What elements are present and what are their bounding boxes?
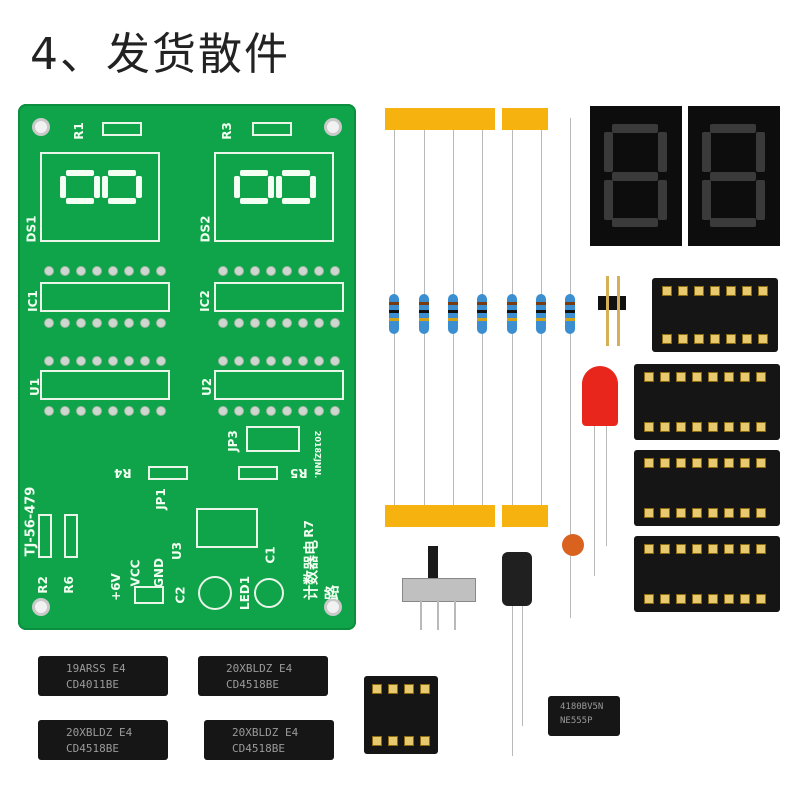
chip-line1: 20XBLDZ E4 — [66, 726, 133, 739]
switch-knob — [428, 546, 438, 580]
r5-footprint — [238, 466, 278, 480]
ic2-label: IC2 — [197, 290, 212, 312]
chip-line1: 20XBLDZ E4 — [226, 662, 293, 675]
r1-footprint — [102, 122, 142, 136]
resistor-tape — [385, 505, 495, 527]
r2-label: R2 — [35, 576, 50, 594]
mounting-hole — [32, 598, 50, 616]
ic-chip: 20XBLDZ E4 CD4518BE — [198, 656, 328, 696]
u1-footprint — [40, 370, 170, 400]
ic-socket — [634, 536, 780, 612]
ic1-footprint — [40, 282, 170, 312]
r5-label: R5 — [290, 466, 308, 480]
vcc-label: VCC — [128, 559, 143, 587]
power-header-footprint — [134, 586, 164, 604]
r1-label: R1 — [71, 122, 86, 140]
ne555-chip: 4180BV5N NE555P — [548, 696, 620, 736]
c2-label: C2 — [173, 586, 188, 604]
r4-label: R4 — [114, 466, 132, 480]
u2-footprint — [214, 370, 344, 400]
ic-chip: 19ARSS E4 CD4011BE — [38, 656, 168, 696]
date-label: 2018ZJNN. — [313, 430, 323, 479]
ic-socket — [634, 450, 780, 526]
slide-switch — [402, 578, 476, 602]
jp1-label: JP1 — [153, 488, 168, 510]
chip-line2: NE555P — [560, 716, 593, 726]
u2-label: U2 — [200, 377, 215, 397]
u1-label: U1 — [28, 377, 43, 397]
resistor — [448, 294, 458, 334]
r2-footprint — [38, 514, 52, 558]
resistor-tape — [385, 108, 495, 130]
ic-socket — [652, 278, 778, 352]
mounting-hole — [324, 598, 342, 616]
c2-footprint — [198, 576, 232, 610]
chip-line2: CD4518BE — [232, 742, 285, 755]
chip-line1: 19ARSS E4 — [66, 662, 126, 675]
resistor — [565, 294, 575, 334]
ds1-footprint — [40, 152, 160, 242]
electrolytic-capacitor — [502, 552, 532, 606]
ic-socket — [634, 364, 780, 440]
r6-label: R6 — [61, 576, 76, 594]
pcb-board: R1 R3 DS1 DS2 IC1 IC2 U1 U2 JP3 2018ZJNN… — [18, 104, 356, 630]
chip-line1: 4180BV5N — [560, 702, 604, 712]
jp3-label: JP3 — [225, 430, 240, 452]
mounting-hole — [324, 118, 342, 136]
ic-chip: 20XBLDZ E4 CD4518BE — [204, 720, 334, 760]
seven-segment-display — [590, 106, 682, 246]
r6-footprint — [64, 514, 78, 558]
ceramic-capacitor — [562, 534, 584, 556]
chip-line1: 20XBLDZ E4 — [232, 726, 299, 739]
ds1-label: DS1 — [24, 215, 39, 243]
gnd-label: GND — [151, 558, 166, 588]
u3-label: U3 — [170, 541, 185, 561]
ic-chip: 20XBLDZ E4 CD4518BE — [38, 720, 168, 760]
u3-footprint — [196, 508, 258, 548]
resistor-tape — [502, 108, 548, 130]
r3-footprint — [252, 122, 292, 136]
circuit-name-label: 计数器电路 — [302, 539, 341, 600]
chip-line2: CD4518BE — [66, 742, 119, 755]
seven-segment-display — [688, 106, 780, 246]
resistor — [389, 294, 399, 334]
ic-socket-8pin — [364, 676, 438, 754]
model-label: TJ-56-479 — [23, 486, 39, 557]
chip-line2: CD4518BE — [226, 678, 279, 691]
resistor — [536, 294, 546, 334]
ds2-label: DS2 — [198, 215, 213, 243]
resistor-tape — [502, 505, 548, 527]
c1-label: C1 — [263, 546, 278, 564]
ic2-footprint — [214, 282, 344, 312]
led1-footprint — [254, 578, 284, 608]
jp3-footprint — [246, 426, 300, 452]
plus6v-label: +6V — [108, 573, 123, 601]
resistor — [419, 294, 429, 334]
pin-header — [598, 296, 626, 310]
led1-label: LED1 — [238, 575, 253, 611]
resistor — [507, 294, 517, 334]
resistor — [477, 294, 487, 334]
red-led — [582, 366, 618, 426]
page-title: 4、发货散件 — [30, 29, 290, 80]
r3-label: R3 — [219, 122, 234, 140]
ic1-label: IC1 — [25, 290, 40, 312]
r4-footprint — [148, 466, 188, 480]
chip-line2: CD4011BE — [66, 678, 119, 691]
ds2-footprint — [214, 152, 334, 242]
mounting-hole — [32, 118, 50, 136]
